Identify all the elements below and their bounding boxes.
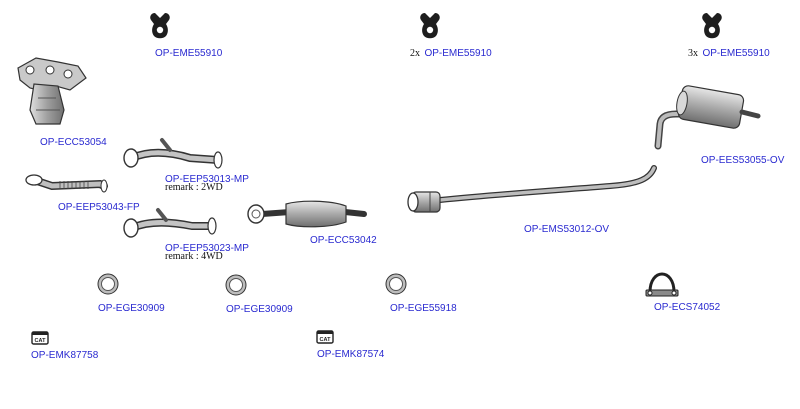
part-code[interactable]: OP-ECC53054 [40,137,107,148]
part-quantity: 3x [688,48,698,59]
part-remark: remark : 4WD [165,251,223,262]
part-code[interactable]: OP-EEP53043-FP [58,202,140,213]
front-pipe-icon [123,138,223,169]
part-label-mount-3: 3x OP-EME55910 [688,43,770,61]
rubber-mount-icon [420,13,440,39]
part-label-manifold: OP-ECC53054 [40,132,107,150]
part-code[interactable]: OP-ECS74052 [654,302,721,313]
gasket-ring-icon [385,273,407,295]
part-code[interactable]: OP-EME55910 [424,48,492,59]
part-code[interactable]: OP-EME55910 [155,48,223,59]
part-label-flex-pipe: OP-EEP53043-FP [58,197,140,215]
rear-silencer-icon [654,85,761,150]
middle-pipe-icon [407,165,657,213]
part-label-rear-silencer: OP-EES53055-OV [701,150,784,168]
gasket-ring-icon [97,273,119,295]
catalytic-converter-icon [247,200,367,228]
part-label-pipe-4wd: OP-EEP53023-MP [165,238,249,256]
flex-pipe-icon [25,174,108,193]
part-code[interactable]: OP-EMS53012-OV [524,224,610,235]
part-label-clamp: OP-ECS74052 [654,297,720,315]
part-label-kit-1: OP-EMK87758 [31,345,98,363]
part-code[interactable]: OP-EMK87574 [317,349,385,360]
front-pipe-icon [123,208,217,238]
gasket-ring-icon [225,274,247,296]
part-remark: remark : 2WD [165,182,223,193]
clamp-icon [645,272,679,297]
mounting-kit-icon [31,331,49,345]
part-label-mount-2: 2x OP-EME55910 [410,43,492,61]
rubber-mount-icon [702,13,722,39]
mounting-kit-icon [316,330,334,344]
part-code[interactable]: OP-EES53055-OV [701,155,785,166]
part-code[interactable]: OP-ECC53042 [310,235,377,246]
part-label-gasket-1: OP-EGE30909 [98,298,165,316]
rubber-mount-icon [150,13,170,39]
exhaust-manifold-catalyst-icon [17,57,87,125]
part-label-middle-silencer: OP-EMS53012-OV [524,219,609,237]
part-label-kit-2: OP-EMK87574 [317,344,384,362]
part-code[interactable]: OP-EME55910 [702,48,770,59]
part-label-gasket-2: OP-EGE30909 [226,299,293,317]
part-code[interactable]: OP-EGE30909 [226,304,293,315]
part-code[interactable]: OP-EGE30909 [98,303,165,314]
part-code[interactable]: OP-EMK87758 [31,350,99,361]
part-code[interactable]: OP-EEP53023-MP [165,243,249,254]
part-label-catalyst: OP-ECC53042 [310,230,377,248]
part-code[interactable]: OP-EEP53013-MP [165,174,249,185]
part-label-mount-1: OP-EME55910 [155,43,222,61]
part-code[interactable]: OP-EGE55918 [390,303,457,314]
part-label-gasket-3: OP-EGE55918 [390,298,457,316]
part-label-pipe-2wd: OP-EEP53013-MP [165,169,249,187]
part-quantity: 2x [410,48,420,59]
